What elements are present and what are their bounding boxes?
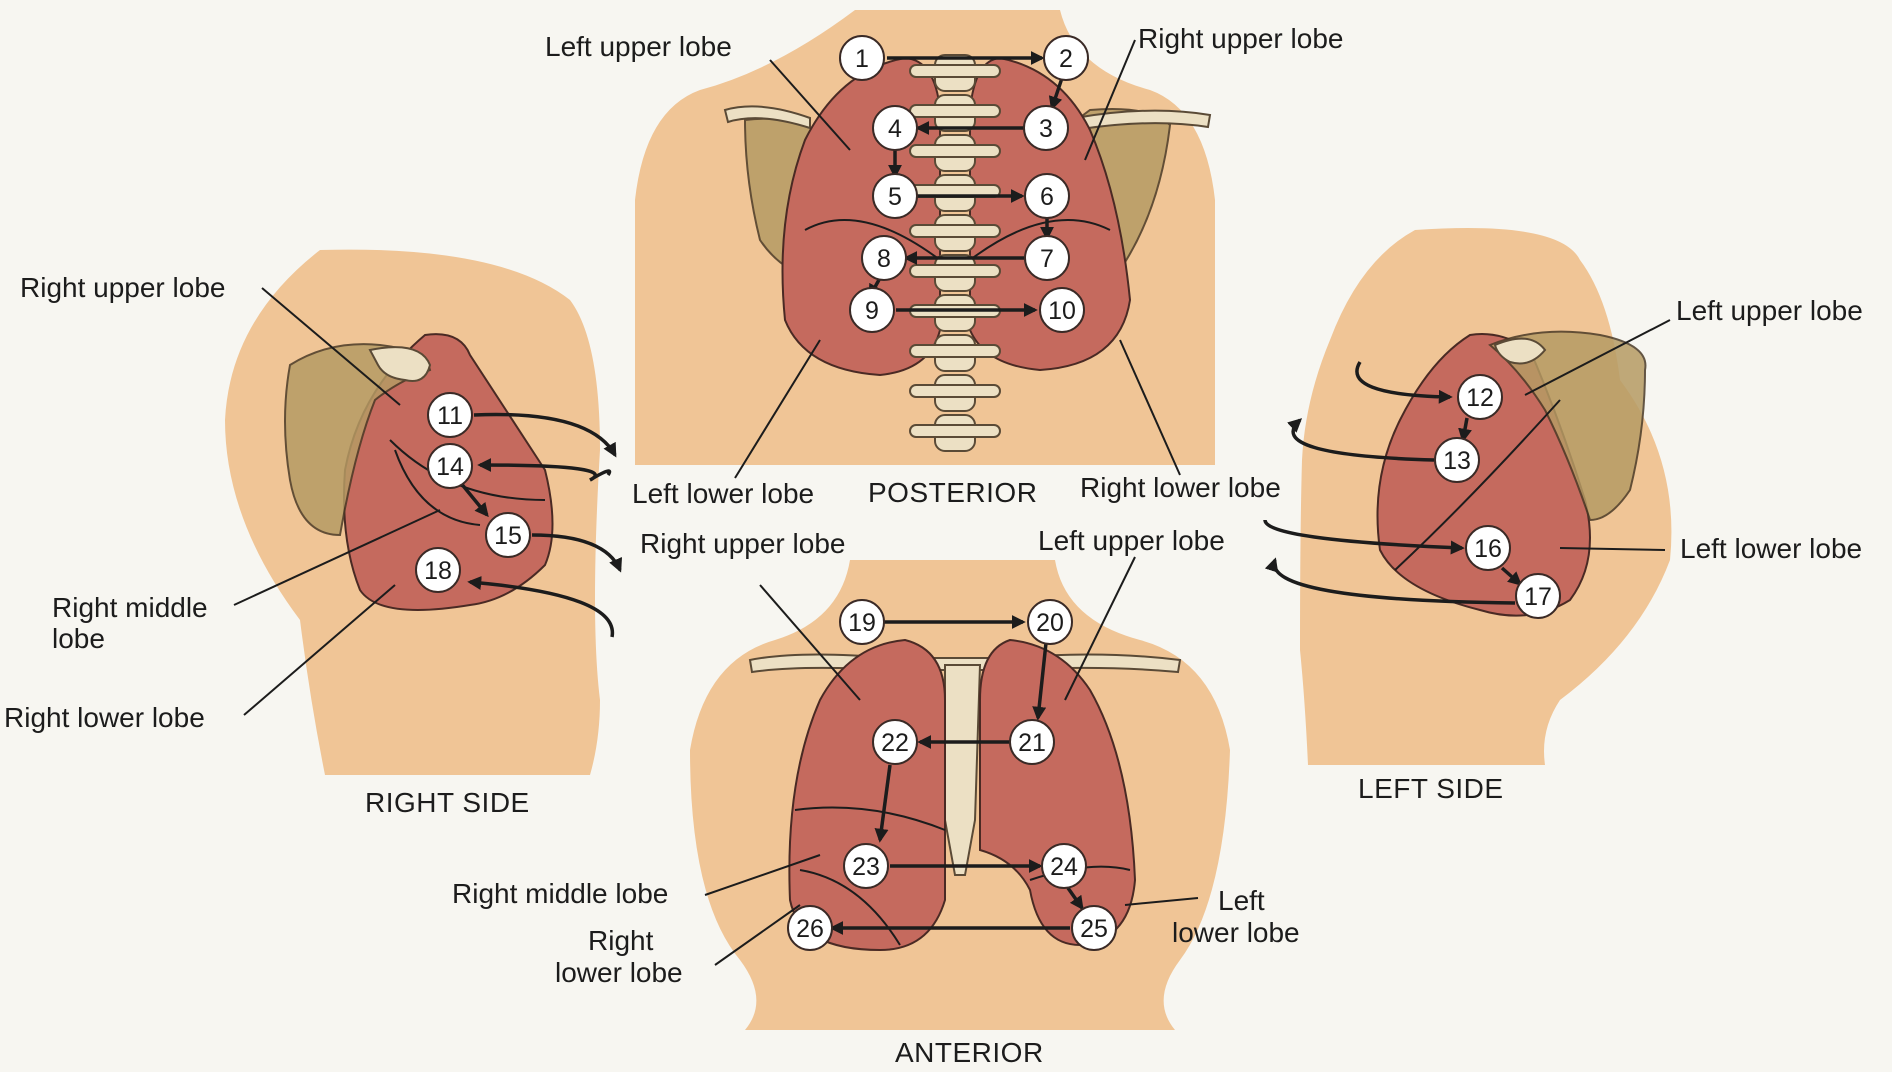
- svg-text:21: 21: [1018, 729, 1046, 757]
- point-25: 25: [1072, 906, 1116, 950]
- label-posterior-left-upper-lobe: Left upper lobe: [545, 31, 732, 62]
- point-23: 23: [844, 844, 888, 888]
- label-right-side-right-middle-lobe-line2: lobe: [52, 623, 105, 654]
- svg-text:15: 15: [494, 522, 522, 550]
- svg-text:25: 25: [1080, 915, 1108, 943]
- right-side-view: [225, 250, 600, 775]
- point-10: 10: [1040, 288, 1084, 332]
- title-anterior: ANTERIOR: [895, 1037, 1044, 1067]
- title-posterior: POSTERIOR: [868, 477, 1037, 508]
- svg-text:26: 26: [796, 915, 824, 943]
- label-right-side-right-middle-lobe-line1: Right middle: [52, 592, 208, 623]
- label-right-side-right-lower-lobe: Right lower lobe: [4, 702, 205, 733]
- label-posterior-left-lower-lobe: Left lower lobe: [632, 478, 814, 509]
- point-8: 8: [862, 236, 906, 280]
- point-17: 17: [1516, 574, 1560, 618]
- point-2: 2: [1044, 36, 1088, 80]
- svg-text:1: 1: [855, 45, 869, 73]
- svg-text:10: 10: [1048, 297, 1076, 325]
- svg-text:11: 11: [437, 402, 463, 430]
- label-anterior-right-upper-lobe: Right upper lobe: [640, 528, 845, 559]
- svg-text:18: 18: [424, 557, 452, 585]
- point-14: 14: [428, 444, 472, 488]
- point-22: 22: [873, 720, 917, 764]
- left-side-view: [1300, 228, 1671, 765]
- svg-text:14: 14: [436, 453, 464, 481]
- title-left-side: LEFT SIDE: [1358, 773, 1504, 804]
- svg-text:5: 5: [888, 183, 902, 211]
- point-26: 26: [788, 906, 832, 950]
- label-posterior-right-upper-lobe: Right upper lobe: [1138, 23, 1343, 54]
- svg-text:8: 8: [877, 245, 891, 273]
- point-20: 20: [1028, 600, 1072, 644]
- point-1: 1: [840, 36, 884, 80]
- point-21: 21: [1010, 720, 1054, 764]
- point-19: 19: [840, 600, 884, 644]
- svg-text:7: 7: [1040, 245, 1054, 273]
- point-11: 11: [428, 393, 472, 437]
- point-5: 5: [873, 174, 917, 218]
- point-7: 7: [1025, 236, 1069, 280]
- label-anterior-right-middle-lobe: Right middle lobe: [452, 878, 668, 909]
- point-4: 4: [873, 106, 917, 150]
- point-3: 3: [1024, 106, 1068, 150]
- point-24: 24: [1042, 844, 1086, 888]
- label-anterior-left-lower-lobe-line2: lower lobe: [1172, 917, 1300, 948]
- svg-text:3: 3: [1039, 115, 1053, 143]
- svg-text:24: 24: [1050, 853, 1078, 881]
- svg-text:12: 12: [1466, 384, 1494, 412]
- svg-text:4: 4: [888, 115, 902, 143]
- anterior-view: [690, 560, 1230, 1030]
- posterior-view: [635, 10, 1215, 465]
- point-12: 12: [1458, 375, 1502, 419]
- svg-text:2: 2: [1059, 45, 1073, 73]
- svg-text:9: 9: [865, 297, 879, 325]
- svg-text:13: 13: [1443, 447, 1471, 475]
- svg-text:19: 19: [848, 609, 876, 637]
- point-13: 13: [1435, 438, 1479, 482]
- label-anterior-right-lower-lobe-line2: lower lobe: [555, 957, 683, 988]
- point-16: 16: [1466, 526, 1510, 570]
- label-left-side-left-upper-lobe: Left upper lobe: [1676, 295, 1863, 326]
- point-18: 18: [416, 548, 460, 592]
- label-anterior-left-lower-lobe-line1: Left: [1218, 885, 1265, 916]
- label-anterior-left-upper-lobe: Left upper lobe: [1038, 525, 1225, 556]
- point-15: 15: [486, 513, 530, 557]
- point-6: 6: [1025, 174, 1069, 218]
- label-right-side-right-upper-lobe: Right upper lobe: [20, 272, 225, 303]
- svg-text:20: 20: [1036, 609, 1064, 637]
- svg-text:22: 22: [881, 729, 909, 757]
- label-posterior-right-lower-lobe: Right lower lobe: [1080, 472, 1281, 503]
- label-anterior-right-lower-lobe-line1: Right: [588, 925, 654, 956]
- svg-text:6: 6: [1040, 183, 1054, 211]
- svg-text:16: 16: [1474, 535, 1502, 563]
- svg-text:17: 17: [1524, 583, 1552, 611]
- point-9: 9: [850, 288, 894, 332]
- label-left-side-left-lower-lobe: Left lower lobe: [1680, 533, 1862, 564]
- title-right-side: RIGHT SIDE: [365, 787, 530, 818]
- svg-text:23: 23: [852, 853, 880, 881]
